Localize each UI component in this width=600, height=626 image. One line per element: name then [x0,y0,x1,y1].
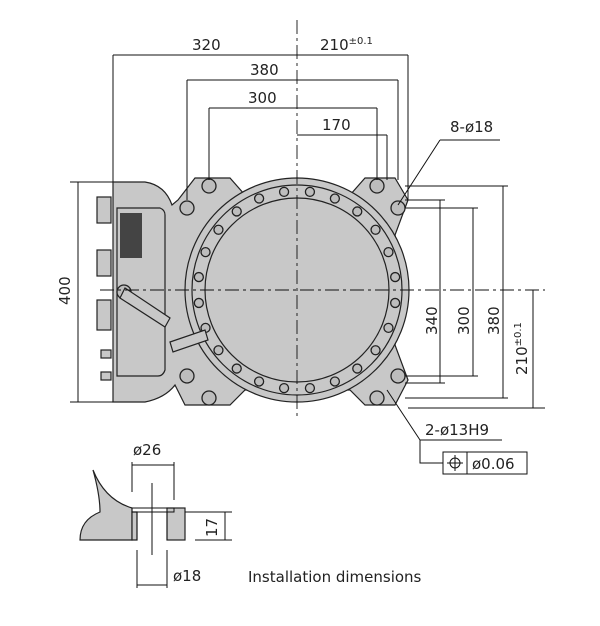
connector [100,349,112,359]
dim-320: 320 [192,36,221,54]
flange-bolt [278,186,290,197]
flange-bolt [304,186,316,197]
dim-300: 300 [248,89,277,107]
dim-210-vertical: 210±0.1 [513,322,531,375]
flange-bolt [253,193,265,204]
dim-170: 170 [322,116,351,134]
flange-bolt [213,345,224,356]
flange-bolt [352,206,363,217]
connector [96,249,112,277]
label-plate [120,213,142,258]
flange-bolt [370,345,381,356]
flange-bolt [329,376,341,387]
dim-counterbore: ø26 [133,441,161,459]
bolt-circle [193,186,401,394]
connector [96,299,112,331]
top-dimensions: 320 210±0.1 380 300 170 8-ø18 [112,36,500,206]
dim-8-holes: 8-ø18 [450,118,493,136]
hole-section-detail: ø26 17 ø18 [79,441,232,588]
dim-400: 400 [56,276,74,305]
dim-210: 210±0.1 [320,36,373,54]
connectors [96,196,112,381]
position-tolerance-icon [447,455,463,471]
flange-bolt [370,224,381,235]
dim-hole: ø18 [173,567,201,585]
flange-bolt [329,193,341,204]
flange-bolt [383,246,394,258]
flange-bolt [383,322,394,334]
dim-380: 380 [250,61,279,79]
flange-bolt [193,297,204,309]
cable-arm [119,287,171,328]
caption: Installation dimensions [248,568,422,586]
flange-bolt [200,246,211,258]
connector [100,371,112,381]
cable-arm [169,329,209,353]
flange-bolt [193,271,204,283]
flange-bolt [390,297,401,309]
flange-bolt [231,363,242,374]
connector [96,196,112,224]
flange-bolt [213,224,224,235]
dim-depth: 17 [203,518,221,537]
flange-bolt [231,206,242,217]
flange-bolt [304,383,316,394]
tolerance-frame [442,451,528,475]
mounting-holes [179,178,406,406]
robot-base-top-view [96,20,545,420]
dim-380-vertical: 380 [485,306,503,335]
flange-bolt [253,376,265,387]
dim-340: 340 [423,306,441,335]
dim-300-vertical: 300 [455,306,473,335]
dim-2-holes: 2-ø13H9 [425,421,489,439]
side-dimensions: 400 340 300 380 210±0.1 2-ø13H9 ø0.06 [56,181,545,475]
tolerance-value: ø0.06 [472,455,515,473]
flange-bolt [390,271,401,283]
flange-bolt [352,363,363,374]
flange-bolt [278,383,290,394]
